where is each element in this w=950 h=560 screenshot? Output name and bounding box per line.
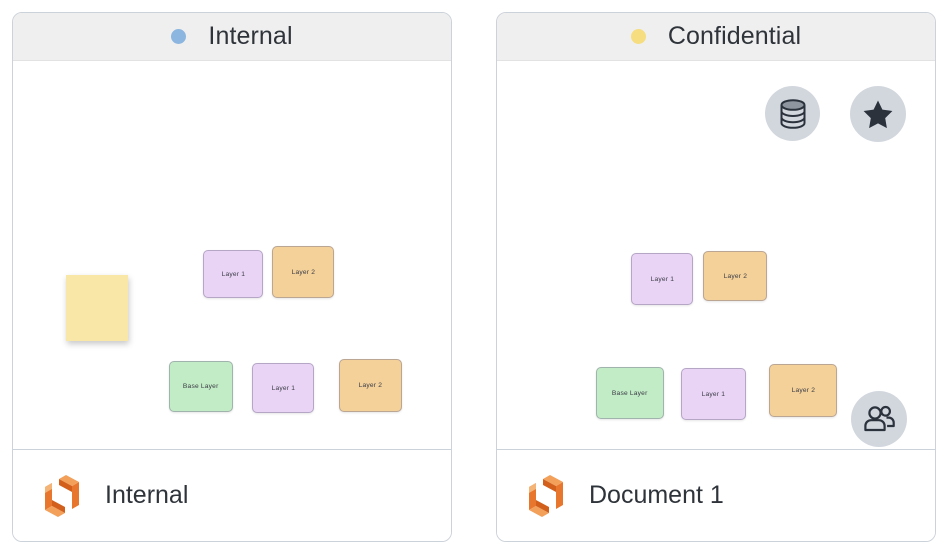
layer-card-label: Layer 1 bbox=[221, 270, 245, 278]
layer-card-label: Layer 1 bbox=[650, 275, 674, 283]
layer-card-label: Layer 2 bbox=[291, 268, 315, 276]
status-dot-confidential bbox=[630, 29, 646, 44]
panel-footer: Internal bbox=[13, 449, 451, 541]
layer-card[interactable]: Layer 1 bbox=[681, 368, 746, 420]
layer-card[interactable]: Layer 2 bbox=[272, 246, 334, 298]
star-icon bbox=[863, 100, 893, 129]
panel-title: Confidential bbox=[667, 22, 802, 50]
layer-card-label: Layer 2 bbox=[723, 272, 747, 280]
footer-document-title: Internal bbox=[105, 481, 189, 509]
layer-card[interactable]: Base Layer bbox=[169, 361, 233, 412]
layer-card[interactable]: Layer 1 bbox=[252, 363, 314, 413]
layer-card[interactable]: Base Layer bbox=[596, 367, 664, 419]
layer-card[interactable]: Layer 1 bbox=[203, 250, 263, 298]
layer-card-label: Layer 1 bbox=[271, 384, 295, 392]
status-dot-internal bbox=[171, 29, 187, 44]
panel-canvas[interactable]: Layer 1 Layer 2 Base Layer Layer 1 Layer… bbox=[13, 61, 451, 449]
users-badge[interactable] bbox=[851, 391, 907, 447]
layer-card-label: Layer 2 bbox=[791, 387, 815, 394]
layer-card[interactable]: Layer 2 bbox=[769, 364, 837, 417]
panel-header: Internal bbox=[13, 13, 451, 61]
layer-card[interactable]: Layer 2 bbox=[703, 251, 767, 301]
panel-footer: Document 1 bbox=[497, 449, 935, 541]
footer-document-title: Document 1 bbox=[589, 481, 724, 509]
sticky-note[interactable] bbox=[66, 275, 128, 341]
users-icon bbox=[864, 405, 895, 432]
document-panel-confidential[interactable]: Confidential Layer 1 bbox=[496, 12, 936, 542]
document-panel-internal[interactable]: Internal Layer 1 Layer 2 Base Layer Laye… bbox=[12, 12, 452, 542]
database-icon bbox=[780, 98, 805, 129]
panel-header: Confidential bbox=[497, 13, 935, 61]
brand-cube-icon bbox=[529, 474, 563, 517]
layer-card[interactable]: Layer 1 bbox=[631, 253, 693, 305]
layer-card-label: Layer 1 bbox=[701, 390, 726, 398]
layer-card[interactable]: Layer 2 bbox=[339, 359, 402, 412]
panel-title: Internal bbox=[208, 22, 293, 50]
brand-cube-icon bbox=[45, 474, 79, 517]
layer-card-label: Base Layer bbox=[183, 383, 219, 390]
database-badge[interactable] bbox=[765, 86, 820, 141]
panel-canvas[interactable]: Layer 1 Layer 2 Base Layer Layer 1 Layer… bbox=[497, 61, 935, 449]
star-badge[interactable] bbox=[850, 86, 906, 142]
layer-card-label: Base Layer bbox=[612, 389, 648, 397]
layer-card-label: Layer 2 bbox=[358, 382, 383, 389]
